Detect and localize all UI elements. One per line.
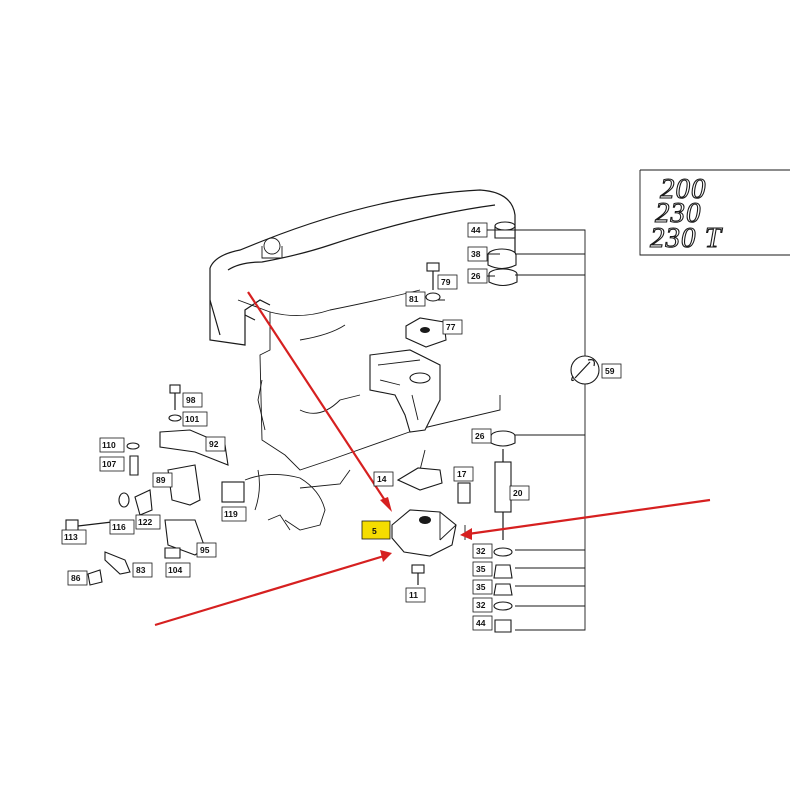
svg-text:77: 77 — [446, 322, 456, 332]
svg-text:89: 89 — [156, 475, 166, 485]
label-81: 81 — [405, 291, 426, 307]
label-20: 20 — [509, 485, 530, 501]
svg-text:26: 26 — [471, 271, 481, 281]
svg-text:14: 14 — [377, 474, 387, 484]
svg-text:44: 44 — [471, 225, 481, 235]
label-17: 17 — [453, 466, 474, 482]
highlight-label-5: 5 — [361, 520, 391, 540]
red-arrow-top — [247, 291, 389, 506]
label-89: 89 — [152, 472, 173, 488]
svg-text:20: 20 — [513, 488, 523, 498]
label-95: 95 — [196, 542, 217, 558]
badge-200: 200 — [660, 173, 707, 205]
label-113: 113 — [61, 529, 87, 545]
label-35-top: 35 — [472, 561, 493, 577]
svg-text:98: 98 — [186, 395, 196, 405]
leader-lines — [419, 229, 586, 631]
label-119: 119 — [221, 506, 247, 522]
label-32-top: 32 — [472, 543, 493, 559]
label-101: 101 — [182, 411, 208, 427]
label-11: 11 — [405, 587, 426, 603]
red-arrow-right — [467, 498, 711, 536]
svg-text:122: 122 — [138, 517, 152, 527]
svg-text:26: 26 — [475, 431, 485, 441]
svg-text:110: 110 — [102, 440, 116, 450]
highlight-label-text: 5 — [372, 526, 377, 536]
badge-230: 230 — [655, 197, 702, 229]
label-35-bottom: 35 — [472, 579, 493, 595]
svg-text:83: 83 — [136, 565, 146, 575]
red-arrow-bottom — [154, 554, 385, 627]
svg-text:113: 113 — [64, 532, 78, 542]
label-110: 110 — [99, 437, 125, 453]
svg-text:101: 101 — [185, 414, 199, 424]
label-32-bottom: 32 — [472, 597, 493, 613]
engine-mount-5 — [391, 467, 471, 585]
label-107: 107 — [99, 456, 125, 472]
label-14: 14 — [373, 471, 394, 487]
svg-text:116: 116 — [112, 522, 126, 532]
upper-mount-hardware — [405, 262, 447, 348]
engine-bracket — [369, 349, 441, 433]
svg-text:11: 11 — [409, 590, 418, 600]
label-122: 122 — [135, 514, 161, 530]
badge-230t: 230 T — [650, 222, 723, 254]
svg-text:92: 92 — [209, 439, 219, 449]
svg-text:59: 59 — [605, 366, 615, 376]
svg-text:32: 32 — [476, 546, 486, 556]
label-59: 59 — [601, 363, 622, 379]
label-92: 92 — [205, 436, 226, 452]
svg-text:44: 44 — [476, 618, 486, 628]
label-86: 86 — [67, 570, 88, 586]
svg-text:32: 32 — [476, 600, 486, 610]
label-38: 38 — [467, 246, 488, 262]
annotation-arrows — [154, 291, 711, 627]
shock-absorber — [490, 430, 516, 633]
svg-text:104: 104 — [168, 565, 182, 575]
svg-text:81: 81 — [409, 294, 419, 304]
label-77: 77 — [442, 319, 463, 335]
svg-text:35: 35 — [476, 582, 486, 592]
svg-text:86: 86 — [71, 573, 81, 583]
label-83: 83 — [132, 562, 153, 578]
svg-text:38: 38 — [471, 249, 481, 259]
svg-text:119: 119 — [224, 509, 238, 519]
label-26-top: 26 — [467, 268, 488, 284]
svg-text:17: 17 — [457, 469, 467, 479]
label-44-bottom: 44 — [472, 615, 493, 631]
svg-text:95: 95 — [200, 545, 210, 555]
left-bracket-parts — [65, 384, 245, 586]
wrench-icon — [570, 355, 600, 385]
label-79: 79 — [437, 274, 458, 290]
model-badges: 200 230 230 T — [639, 169, 790, 256]
svg-text:79: 79 — [441, 277, 451, 287]
part-labels: 44 38 26 79 81 77 59 26 14 17 20 32 35 3… — [61, 222, 622, 631]
label-98: 98 — [182, 392, 203, 408]
label-44-top: 44 — [467, 222, 488, 238]
svg-text:107: 107 — [102, 459, 116, 469]
svg-text:35: 35 — [476, 564, 486, 574]
label-104: 104 — [165, 562, 191, 578]
label-116: 116 — [109, 519, 135, 535]
label-26-mid: 26 — [471, 428, 492, 444]
